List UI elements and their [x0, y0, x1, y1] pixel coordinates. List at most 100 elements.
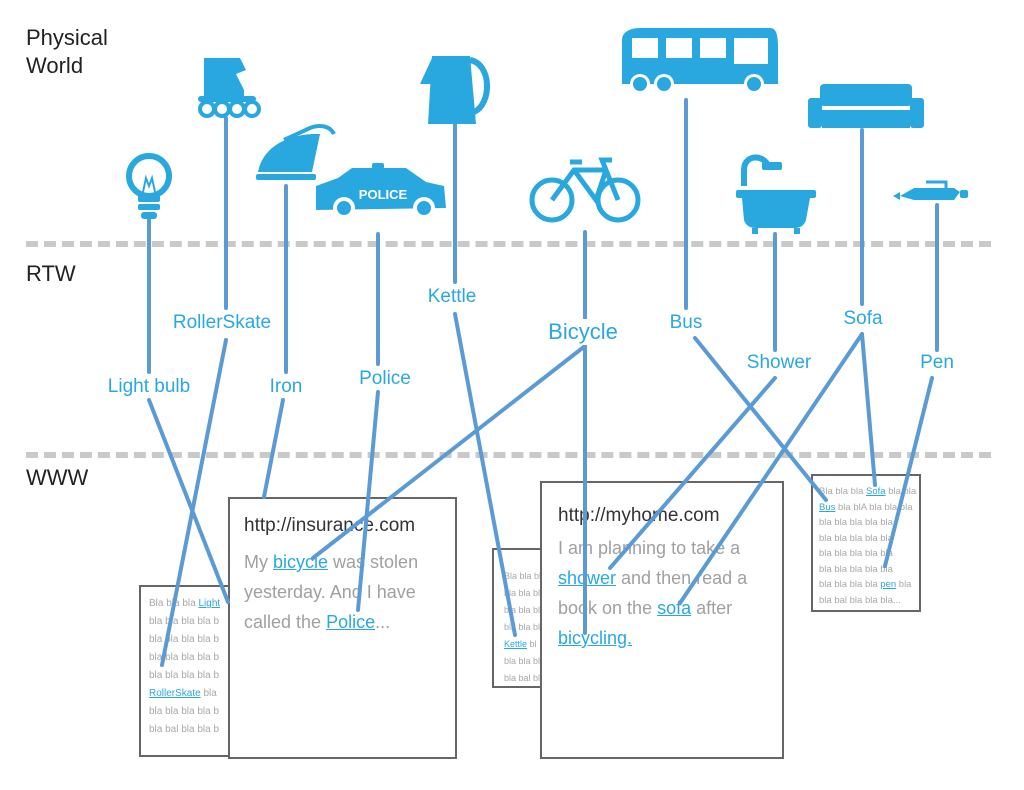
light-bulb-to-page-connector: [147, 398, 230, 604]
middle-small-page-text: Bla bla bl bla bla bl bla bla bl bla bla bl…: [504, 568, 546, 686]
rtw-layer-label: RTW: [26, 261, 76, 286]
filler-text: bla bla bla bla b: [149, 616, 220, 627]
filler-text: Bla bla bla: [819, 486, 867, 497]
bus-to-page-connector: [693, 336, 828, 502]
roller-skate-to-page-connector: [160, 338, 228, 667]
pen-label: Pen: [918, 352, 956, 374]
page-text-line: RollerSkate bla: [149, 685, 237, 703]
filler-text: bla bla bla bla b: [149, 652, 220, 663]
filler-text: bla bla bla bla b: [149, 634, 220, 645]
kettle-to-page-connector: [453, 312, 517, 637]
bus-link[interactable]: Bus: [819, 501, 836, 513]
bicycling-link[interactable]: bicycling.: [558, 628, 633, 648]
roller-skate-label: RollerSkate: [170, 312, 274, 334]
bus-icon: [622, 28, 778, 94]
filler-text: bla bla bl: [504, 656, 541, 666]
page-text-line: bla bla bla bla bla: [819, 531, 919, 547]
page-text-line: Kettle bl: [504, 636, 546, 653]
page-text-line: bla bla bla bla b: [149, 613, 237, 631]
page-text-line: bla bal bl: [504, 670, 546, 686]
police-badge-text: POLICE: [359, 187, 408, 202]
page-text-line: bla bla bla bla bla: [819, 515, 919, 531]
page-text-line: bla bla bl: [504, 602, 546, 619]
kettle-link[interactable]: Kettle: [504, 639, 528, 649]
iron-to-page-connector: [262, 398, 285, 499]
shower-icon: [736, 154, 816, 234]
light-bulb-icon: [126, 153, 172, 219]
iron-label: Iron: [267, 376, 305, 398]
page-text-line: bla bla bl: [504, 585, 546, 602]
pen-link[interactable]: pen: [880, 579, 897, 590]
shower-label: Shower: [744, 352, 814, 374]
filler-text: bla bla bla bla bla: [819, 563, 893, 575]
bicycle-to-insurance-connector: [311, 344, 587, 560]
filler-text: bla bla bla bla bla: [819, 532, 893, 544]
page-text-line: Bus bla blA bla bla bla: [819, 500, 919, 516]
page-text-line: bla bla bla bla b: [149, 667, 237, 685]
filler-text: bl: [527, 639, 537, 649]
page-text-line: bla bla bla bla bla: [819, 562, 919, 578]
sofa-to-page-connector: [860, 332, 877, 487]
bicycle-label: Bicycle: [546, 319, 620, 345]
physical-world-label: Physical World: [26, 24, 108, 80]
filler-text: bla bla bl: [504, 622, 541, 632]
insurance-text-part: My: [244, 552, 273, 572]
page-text-line: bla bal bla bla b: [149, 721, 237, 739]
insurance-page: http://insurance.com My bicycle was stol…: [228, 497, 457, 759]
kettle-icon: [420, 56, 490, 124]
myhome-page: http://myhome.com I am planning to take …: [540, 481, 784, 759]
page-text-line: Bla bla bl: [504, 568, 546, 585]
light-link[interactable]: Light: [198, 598, 221, 609]
iron-icon: [256, 124, 336, 180]
police-label: Police: [357, 368, 413, 390]
world-word: World: [26, 53, 84, 78]
filler-text: bla: [200, 688, 217, 699]
rollerskate-link[interactable]: RollerSkate: [149, 688, 201, 699]
myhome-text-part: after: [691, 598, 733, 618]
insurance-url: http://insurance.com: [244, 515, 416, 536]
physical-rtw-divider: [26, 241, 991, 247]
rtw-www-divider: [26, 452, 991, 458]
bicycle-icon: [529, 157, 641, 223]
filler-text: bla bla bla bla b: [149, 706, 220, 717]
sofa-icon: [808, 84, 924, 128]
filler-text: bla: [896, 579, 912, 590]
filler-text: bla bla bl: [504, 588, 541, 598]
page-text-line: bla bla bla bla b: [149, 631, 237, 649]
filler-text: bla bla bla bla bla: [819, 517, 893, 528]
shower-link[interactable]: shower: [558, 568, 617, 588]
page-text-line: bla bla bla bla pen bla: [819, 577, 919, 593]
filler-text: bla bal bla bla b: [149, 724, 220, 735]
myhome-text-part: and then read a book on the: [558, 568, 748, 618]
light-bulb-label: Light bulb: [105, 376, 193, 398]
sofa-link[interactable]: Sofa: [866, 486, 886, 497]
page-text-line: bla bla bla bla b: [149, 703, 237, 721]
police-link[interactable]: Police: [326, 612, 376, 632]
myhome-url: http://myhome.com: [558, 505, 720, 526]
police-car-icon: POLICE: [316, 163, 446, 219]
sofa-label: Sofa: [841, 308, 885, 330]
filler-text: bla bla bla bla bla: [819, 548, 893, 559]
sofa-link[interactable]: sofa: [657, 598, 692, 618]
pen-to-page-connector: [883, 376, 934, 568]
police-to-page-connector: [356, 390, 380, 612]
insurance-text-part: was stolen yesterday. And I have called …: [244, 552, 419, 632]
bus-label: Bus: [667, 312, 705, 334]
insurance-text-part: ...: [375, 612, 391, 632]
physical-word: Physical: [26, 25, 108, 50]
myhome-text: I am planning to take a shower and then …: [558, 533, 766, 653]
myhome-text-part: I am planning to take a: [558, 538, 741, 558]
page-text-line: bla bal bla bla bla...: [819, 593, 919, 609]
filler-text: bla blA bla bla bla: [835, 501, 913, 513]
filler-text: bla bal bl: [504, 673, 541, 683]
filler-text: Bla bla bl: [504, 571, 542, 581]
filler-text: bla bla bla bla b: [149, 670, 220, 681]
www-layer-label: WWW: [26, 465, 89, 490]
filler-text: bla bla bla bla: [819, 579, 881, 590]
page-text-line: bla bla bl: [504, 619, 546, 636]
